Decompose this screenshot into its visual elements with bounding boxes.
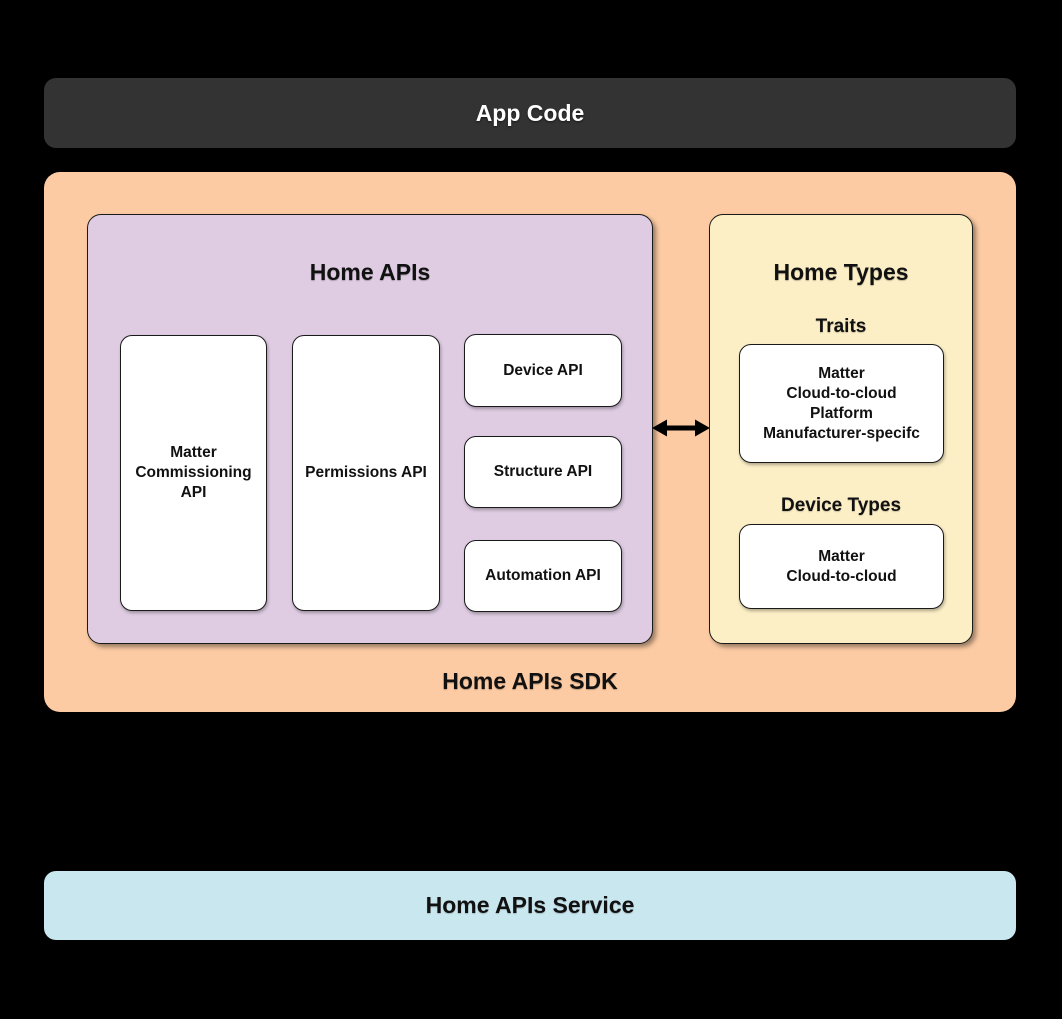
trait-item: Platform	[810, 404, 873, 422]
home-types-title: Home Types	[773, 259, 909, 285]
trait-item: Matter	[818, 364, 865, 382]
permissions-api-card: Permissions API	[292, 335, 440, 611]
home-types-panel: Home Types Traits Matter Cloud-to-cloud …	[709, 214, 973, 644]
device-types-label: Device Types	[780, 495, 902, 516]
home-apis-title: Home APIs	[309, 259, 431, 285]
automation-api-label: Automation API	[485, 567, 601, 584]
home-apis-service-label: Home APIs Service	[425, 892, 635, 918]
traits-label: Traits	[815, 316, 867, 337]
app-code-label: App Code	[475, 99, 585, 126]
traits-card: Matter Cloud-to-cloud Platform Manufactu…	[739, 344, 944, 463]
traits-card-text: Matter Cloud-to-cloud Platform Manufactu…	[763, 364, 920, 444]
trait-item: Cloud-to-cloud	[786, 384, 897, 402]
home-apis-panel: Home APIs Matter Commissioning API Permi…	[87, 214, 653, 644]
automation-api-card: Automation API	[464, 540, 622, 612]
device-api-label: Device API	[503, 361, 583, 379]
home-apis-sdk-label: Home APIs SDK	[442, 668, 618, 694]
permissions-api-label: Permissions API	[305, 464, 427, 481]
structure-api-label: Structure API	[493, 463, 593, 480]
device-types-card-text: Matter Cloud-to-cloud	[786, 547, 896, 587]
home-apis-service-block: Home APIs Service	[44, 871, 1016, 940]
app-code-block: App Code	[44, 78, 1016, 148]
device-api-card: Device API	[464, 334, 622, 407]
trait-item: Manufacturer-specifc	[763, 424, 920, 442]
device-type-item: Matter	[818, 547, 865, 565]
home-apis-sdk-container: Home APIs Matter Commissioning API Permi…	[44, 172, 1016, 712]
bidirectional-arrow-icon	[652, 419, 710, 437]
matter-commissioning-api-card: Matter Commissioning API	[120, 335, 267, 611]
structure-api-card: Structure API	[464, 436, 622, 508]
matter-commissioning-api-label: Matter Commissioning API	[135, 444, 252, 501]
device-types-card: Matter Cloud-to-cloud	[739, 524, 944, 609]
device-type-item: Cloud-to-cloud	[786, 567, 897, 585]
